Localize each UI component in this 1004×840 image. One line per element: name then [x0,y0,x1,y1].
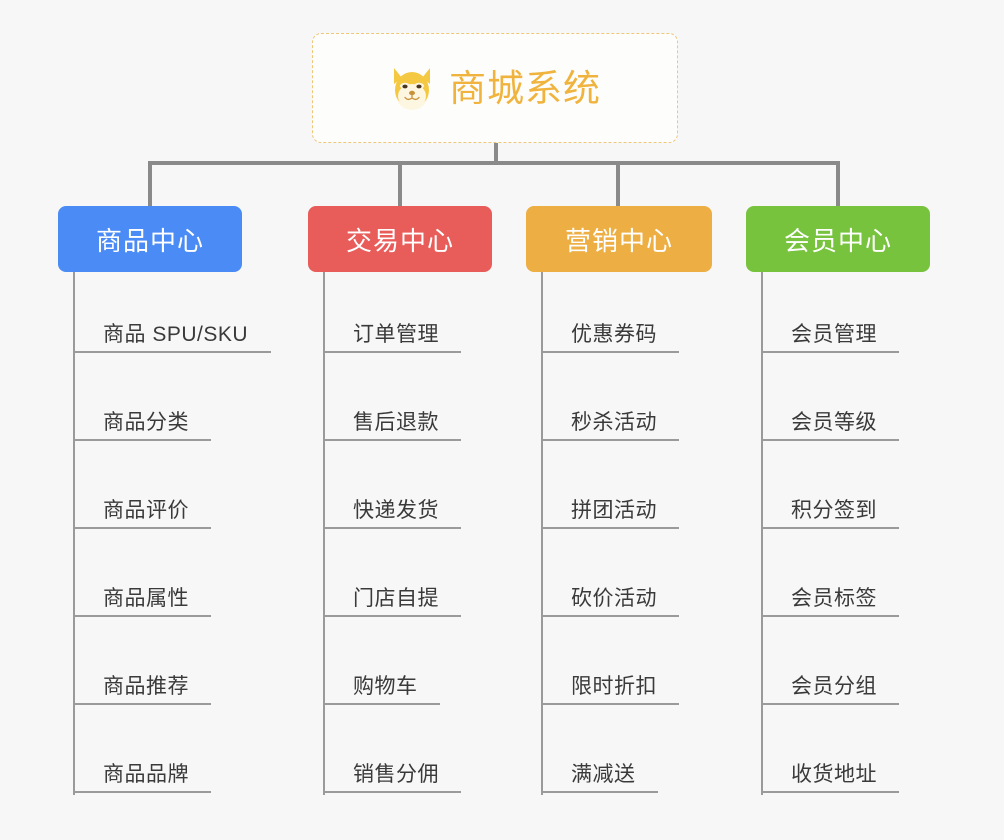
category-spine-2 [323,272,325,795]
leaf-item-label: 收货地址 [791,763,877,786]
leaf-item-underline [323,791,461,793]
category-spine-1 [73,272,75,795]
leaf-item-label: 商品 SPU/SKU [103,323,249,346]
leaf-item-underline [73,527,211,529]
leaf-item-label: 会员标签 [791,587,877,610]
leaf-item-underline [323,615,461,617]
leaf-item-underline [761,615,899,617]
connector-drop-3 [616,161,620,206]
leaf-item-underline [761,703,899,705]
category-header-label: 营销中心 [564,225,673,256]
connector-drop-1 [148,161,152,206]
leaf-item-label: 秒杀活动 [571,411,657,434]
root-title: 商城系统 [449,67,601,109]
leaf-item-label: 拼团活动 [571,499,657,522]
leaf-item-label: 快递发货 [353,499,439,522]
category-spine-3 [541,272,543,795]
leaf-item-label: 订单管理 [353,323,439,346]
leaf-item-label: 购物车 [353,675,418,698]
category-header-label: 会员中心 [783,225,892,256]
leaf-item-label: 优惠券码 [571,323,657,346]
leaf-item-underline [541,351,679,353]
leaf-item-label: 销售分佣 [353,763,439,786]
category-header-1[interactable]: 商品中心 [58,206,242,272]
leaf-item-label: 限时折扣 [571,675,657,698]
leaf-item-underline [73,615,211,617]
leaf-item-underline [761,527,899,529]
category-header-label: 交易中心 [345,225,454,256]
leaf-item-label: 会员管理 [791,323,877,346]
leaf-item-underline [541,527,679,529]
leaf-item-label: 商品推荐 [103,675,189,698]
connector-drop-2 [398,161,402,206]
leaf-item-underline [323,351,461,353]
category-spine-4 [761,272,763,795]
leaf-item-underline [541,703,679,705]
leaf-item-underline [73,351,271,353]
leaf-item-underline [73,703,211,705]
connector-horizontal-bus [148,161,840,165]
leaf-item-underline [323,439,461,441]
leaf-item-label: 积分签到 [791,499,877,522]
leaf-item-label: 商品评价 [103,499,189,522]
connector-root-stem [494,143,498,164]
category-header-3[interactable]: 营销中心 [526,206,712,272]
leaf-item-underline [761,791,899,793]
leaf-item-label: 商品分类 [103,411,189,434]
leaf-item-underline [761,351,899,353]
leaf-item-label: 门店自提 [353,587,439,610]
leaf-item-label: 满减送 [571,763,636,786]
category-header-2[interactable]: 交易中心 [308,206,492,272]
leaf-item-underline [761,439,899,441]
category-header-4[interactable]: 会员中心 [746,206,930,272]
leaf-item-label: 售后退款 [353,411,439,434]
category-header-label: 商品中心 [95,225,204,256]
leaf-item-underline [323,703,440,705]
root-node[interactable]: 商城系统 [312,33,678,143]
leaf-item-underline [541,791,658,793]
leaf-item-label: 砍价活动 [571,587,657,610]
leaf-item-underline [73,439,211,441]
leaf-item-underline [73,791,211,793]
connector-drop-4 [836,161,840,206]
shiba-dog-icon [394,68,430,110]
leaf-item-underline [541,439,679,441]
leaf-item-label: 商品品牌 [103,763,189,786]
leaf-item-label: 会员等级 [791,411,877,434]
leaf-item-label: 商品属性 [103,587,189,610]
leaf-item-label: 会员分组 [791,675,877,698]
leaf-item-underline [323,527,461,529]
leaf-item-underline [541,615,679,617]
